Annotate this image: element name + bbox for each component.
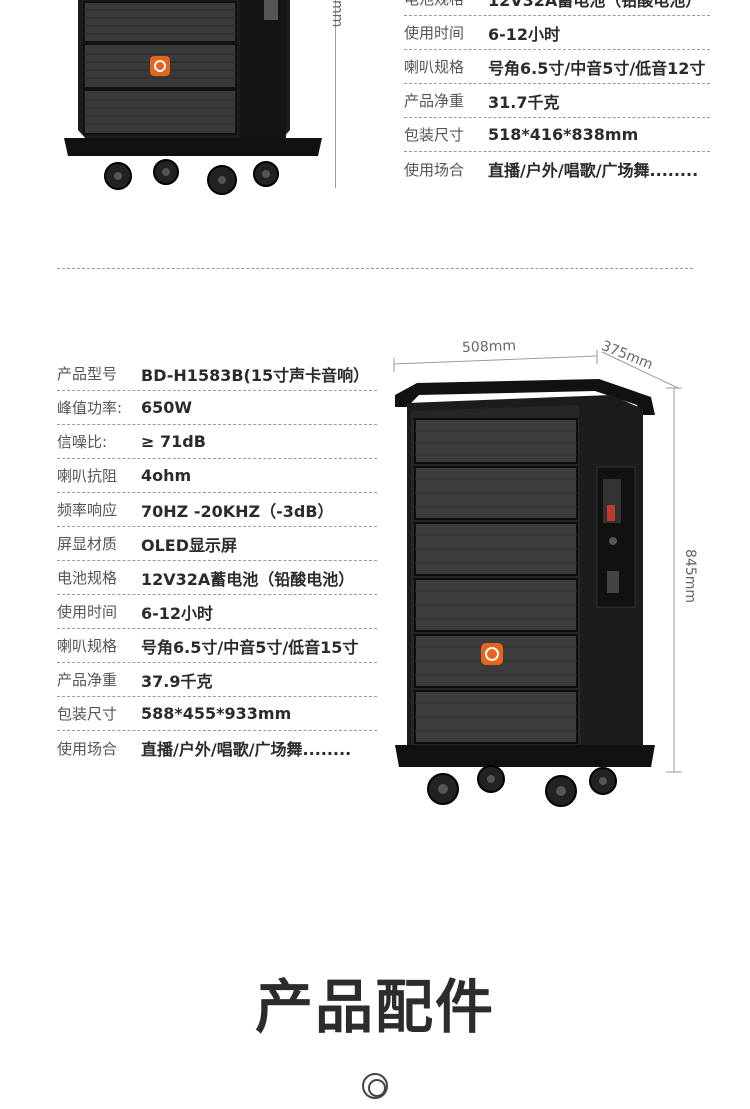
bottom-speaker-image (393, 375, 658, 810)
spec-value: 12V32A蓄电池（铅酸电池） (488, 0, 702, 10)
spec-value: 6-12小时 (488, 24, 561, 44)
spec-row: 产品净重 37.9千克 (57, 663, 377, 697)
spec-label: 包装尺寸 (57, 705, 118, 723)
section-divider (57, 268, 693, 269)
spec-label: 喇叭抗阻 (57, 467, 118, 485)
spec-label: 使用场合 (57, 739, 118, 758)
spec-value: BD-H1583B(15寸声卡音响） (141, 365, 370, 385)
spec-value: 号角6.5寸/中音5寸/低音12寸 (488, 58, 706, 78)
spec-value: 650W (141, 398, 193, 417)
spec-label: 频率响应 (57, 501, 118, 519)
spec-value: 4ohm (141, 466, 192, 485)
spec-row: 频率响应 70HZ -20KHZ（-3dB） (57, 493, 377, 527)
spec-row: 喇叭规格 号角6.5寸/中音5寸/低音15寸 (57, 629, 377, 663)
bottom-spec-table: 产品型号 BD-H1583B(15寸声卡音响） 峰值功率: 650W 信噪比: … (57, 357, 377, 765)
spec-row: 使用时间 6-12小时 (57, 595, 377, 629)
spec-row: 喇叭规格 号角6.5寸/中音5寸/低音12寸 (404, 50, 710, 84)
spec-row: 电池规格 12V32A蓄电池（铅酸电池） (404, 0, 710, 16)
spec-value: 518*416*838mm (488, 125, 639, 144)
spec-label: 使用时间 (57, 603, 118, 621)
dimension-lines (392, 330, 692, 780)
spec-label: 信噪比: (57, 433, 108, 451)
spec-label: 喇叭规格 (57, 637, 118, 655)
spec-label: 使用场合 (404, 160, 465, 179)
spec-row: 使用场合 直播/户外/唱歌/广场舞........ (404, 152, 710, 186)
height-dimension-label: 845mm (682, 549, 698, 603)
spec-value: 37.9千克 (141, 671, 213, 691)
spec-row: 产品净重 31.7千克 (404, 84, 710, 118)
spec-row: 包装尺寸 518*416*838mm (404, 118, 710, 152)
width-dimension-label: 508mm (461, 338, 517, 356)
spec-label: 屏显材质 (57, 535, 118, 553)
spec-value: 直播/户外/唱歌/广场舞........ (488, 161, 699, 180)
spec-row: 峰值功率: 650W (57, 391, 377, 425)
spec-row: 包装尺寸 588*455*933mm (57, 697, 377, 731)
top-spec-table: 电池规格 12V32A蓄电池（铅酸电池） 使用时间 6-12小时 喇叭规格 号角… (404, 0, 710, 186)
spec-row: 产品型号 BD-H1583B(15寸声卡音响） (57, 357, 377, 391)
spec-row: 使用时间 6-12小时 (404, 16, 710, 50)
spec-row: 电池规格 12V32A蓄电池（铅酸电池） (57, 561, 377, 595)
spec-row: 信噪比: ≥ 71dB (57, 425, 377, 459)
spec-value: 70HZ -20KHZ（-3dB） (141, 501, 334, 521)
spec-label: 喇叭规格 (404, 58, 465, 76)
spec-value: 588*455*933mm (141, 704, 292, 723)
spec-label: 电池规格 (57, 569, 118, 587)
spec-value: ≥ 71dB (141, 432, 206, 451)
spec-value: 直播/户外/唱歌/广场舞........ (141, 740, 352, 759)
spec-label: 电池规格 (404, 0, 488, 9)
spec-label: 产品型号 (57, 365, 118, 383)
spec-label: 产品净重 (57, 671, 118, 689)
double-circle-icon (362, 1073, 388, 1099)
spec-label: 使用时间 (404, 24, 465, 42)
top-height-dimension-line (335, 0, 336, 188)
spec-row: 使用场合 直播/户外/唱歌/广场舞........ (57, 731, 377, 765)
spec-label: 峰值功率: (57, 399, 123, 417)
spec-value: 12V32A蓄电池（铅酸电池） (141, 569, 355, 589)
accessories-heading: 产品配件 (254, 973, 495, 1041)
spec-value: 6-12小时 (141, 603, 214, 623)
top-height-dimension-label: mm (329, 0, 345, 28)
top-speaker-image (60, 0, 325, 210)
spec-label: 包装尺寸 (404, 126, 465, 144)
spec-value: 号角6.5寸/中音5寸/低音15寸 (141, 637, 359, 657)
spec-value: 31.7千克 (488, 92, 560, 112)
spec-row: 喇叭抗阻 4ohm (57, 459, 377, 493)
spec-value: OLED显示屏 (141, 535, 238, 555)
spec-label: 产品净重 (404, 92, 465, 110)
spec-row: 屏显材质 OLED显示屏 (57, 527, 377, 561)
